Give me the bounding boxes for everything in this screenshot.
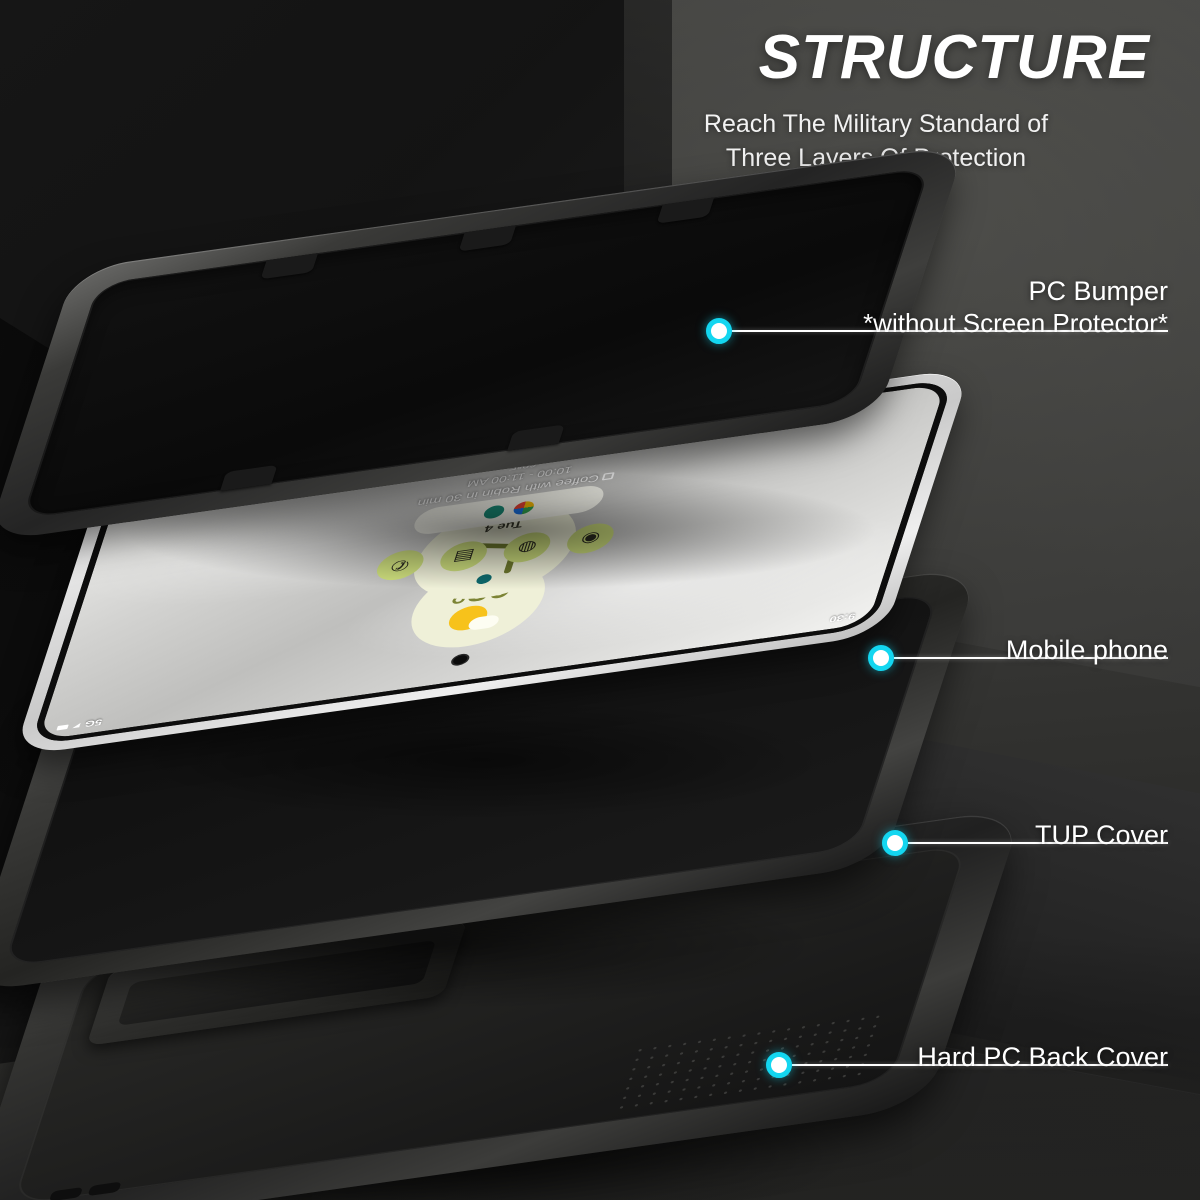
callout-label-back-cover: Hard PC Back Cover [917,1042,1168,1073]
callout-tpu-cover: TUP Cover [882,820,1168,856]
mic-icon [482,504,507,520]
clock-center-dot [474,573,493,586]
callout-leader-line [732,330,1168,332]
status-time: 9:30 [827,611,857,625]
header-block: STRUCTURE Reach The Military Standard of… [596,23,1156,175]
callout-leader-line [908,842,1168,844]
calendar-icon [601,471,615,481]
callout-sublabel-pc-bumper: *without Screen Protector* [863,308,1168,339]
callout-label-mobile-phone: Mobile phone [1005,635,1168,666]
callout-label-tpu-cover: TUP Cover [1034,820,1168,851]
callout-marker-dot[interactable] [706,318,732,344]
callout-mobile-phone: Mobile phone [868,635,1168,671]
callout-leader-line [792,1064,1168,1066]
status-icons: 5G [56,717,104,733]
battery-icon [56,724,69,731]
signal-icon [72,722,81,729]
google-assistant-icon [511,500,536,516]
callout-pc-bumper: PC Bumper *without Screen Protector* [706,276,1168,344]
network-label: 5G [83,717,104,730]
subtitle-line-1: Reach The Military Standard of [703,110,1049,139]
front-camera-punch-hole [449,652,472,667]
callout-back-cover: Hard PC Back Cover [766,1042,1168,1078]
callout-label-pc-bumper: PC Bumper *without Screen Protector* [863,276,1168,339]
callout-marker-dot[interactable] [882,830,908,856]
callout-marker-dot[interactable] [766,1052,792,1078]
page-title: STRUCTURE [758,23,1150,92]
callout-leader-line [894,657,1168,659]
callout-marker-dot[interactable] [868,645,894,671]
